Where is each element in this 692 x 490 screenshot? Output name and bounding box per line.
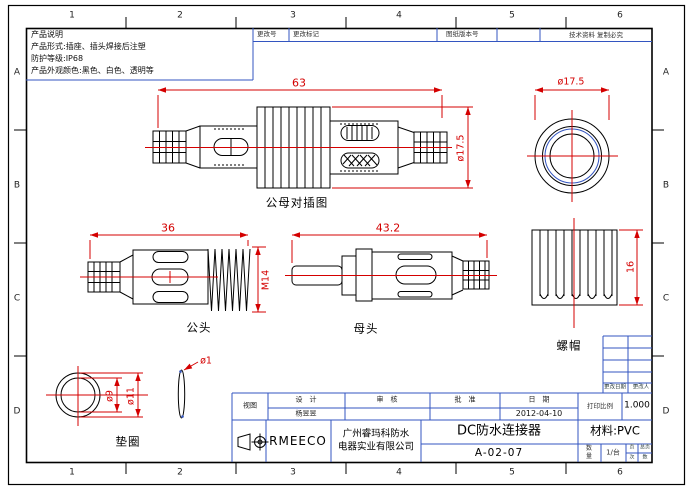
col-label-bottom-2: 2	[177, 467, 183, 478]
col-label-top-5: 5	[509, 10, 515, 21]
company-logo-text: RMEECO	[269, 434, 327, 448]
product-notes-title: 产品说明	[31, 30, 63, 39]
cap-side-view-label: 螺帽	[556, 338, 582, 353]
header-change-no: 更改号	[257, 30, 277, 38]
dim-female-length: 43.2	[375, 221, 401, 235]
row-label-left-c: C	[13, 293, 21, 304]
dim-cap-height: 16	[625, 260, 637, 274]
row-label-left-d: D	[13, 406, 21, 417]
table-grid	[26, 28, 652, 462]
mating-view-label: 公母对插图	[265, 195, 329, 210]
drawing-number: A-02-07	[474, 446, 524, 459]
product-notes-ip: 防护等级:IP68	[31, 54, 84, 63]
qty-label-char1: 数	[585, 445, 593, 452]
washer-view-label: 垫圈	[115, 434, 141, 449]
dim-cap-front-diameter: ø17.5	[557, 76, 585, 88]
page-label-top: 页	[629, 444, 635, 451]
drawing-title: DC防水连接器	[456, 423, 542, 439]
dim-mating-diameter: ø17.5	[455, 134, 467, 162]
header-drawing-version: 图纸版本号	[446, 30, 479, 38]
row-label-right-b: B	[662, 180, 670, 191]
titleblock-design-label: 设计	[295, 395, 324, 404]
titleblock-date-value: 2012-04-10	[515, 409, 563, 418]
company-name-line2: 电器实业有限公司	[337, 441, 415, 453]
titleblock-approve-label: 批准	[454, 395, 483, 404]
qty-value: 1/台	[606, 448, 620, 457]
projection-symbol-icon	[237, 433, 269, 451]
titleblock-view-label: 视图	[243, 401, 257, 410]
pages-label-top: 总页	[639, 444, 651, 451]
revision-change-date-label: 更改日期	[603, 384, 627, 391]
qty-label-char2: 量	[585, 453, 593, 460]
male-view-drawing	[87, 248, 251, 312]
titleblock-check-label: 审核	[376, 395, 405, 404]
col-label-top-6: 6	[617, 10, 623, 21]
col-label-bottom-5: 5	[509, 467, 515, 478]
revision-change-by-label: 更改人	[632, 384, 650, 391]
titleblock-date-label: 日期	[528, 395, 557, 404]
col-label-bottom-3: 3	[290, 467, 296, 478]
material-value: 材料:PVC	[590, 423, 640, 438]
row-label-left-b: B	[13, 180, 21, 191]
product-notes-form: 产品形式:插座、插头焊接后注塑	[31, 42, 146, 51]
header-copyright-notice: 技术资料 复制必究	[568, 30, 624, 39]
dim-male-length: 36	[161, 221, 175, 235]
titleblock-designer-name: 杨昱昱	[295, 409, 317, 418]
page-label-bottom: 次	[629, 454, 635, 461]
dim-washer-inner: ø9	[104, 390, 116, 402]
pages-label-bottom: 数	[642, 454, 648, 461]
row-label-right-d: D	[662, 406, 670, 417]
dimension-lines	[46, 87, 643, 426]
col-label-bottom-1: 1	[69, 467, 75, 478]
col-label-top-4: 4	[396, 10, 402, 21]
dim-washer-outer: ø11	[125, 387, 137, 405]
row-label-right-a: A	[662, 67, 670, 78]
col-label-top-3: 3	[290, 10, 296, 21]
product-notes-color: 产品外观颜色:黑色、白色、透明等	[31, 66, 154, 75]
company-name-line1: 广州睿玛科防水	[342, 428, 410, 440]
sheet-frame	[7, 4, 686, 486]
header-change-mark: 更改标记	[293, 30, 319, 38]
row-label-left-a: A	[13, 67, 21, 78]
washer-view-drawing	[55, 369, 186, 419]
male-view-label: 公头	[186, 320, 212, 335]
col-label-top-2: 2	[177, 10, 183, 21]
titleblock-scale-value: 1.000	[624, 400, 650, 411]
row-label-right-c: C	[662, 293, 670, 304]
col-label-bottom-4: 4	[396, 467, 402, 478]
col-label-top-1: 1	[69, 10, 75, 21]
col-label-bottom-6: 6	[617, 467, 623, 478]
dim-mating-length: 63	[292, 76, 306, 90]
dim-male-thread: M14	[260, 269, 272, 291]
titleblock-scale-label: 打印比例	[587, 401, 613, 410]
dim-washer-thickness: ø1	[200, 355, 212, 367]
female-view-label: 母头	[353, 321, 379, 336]
